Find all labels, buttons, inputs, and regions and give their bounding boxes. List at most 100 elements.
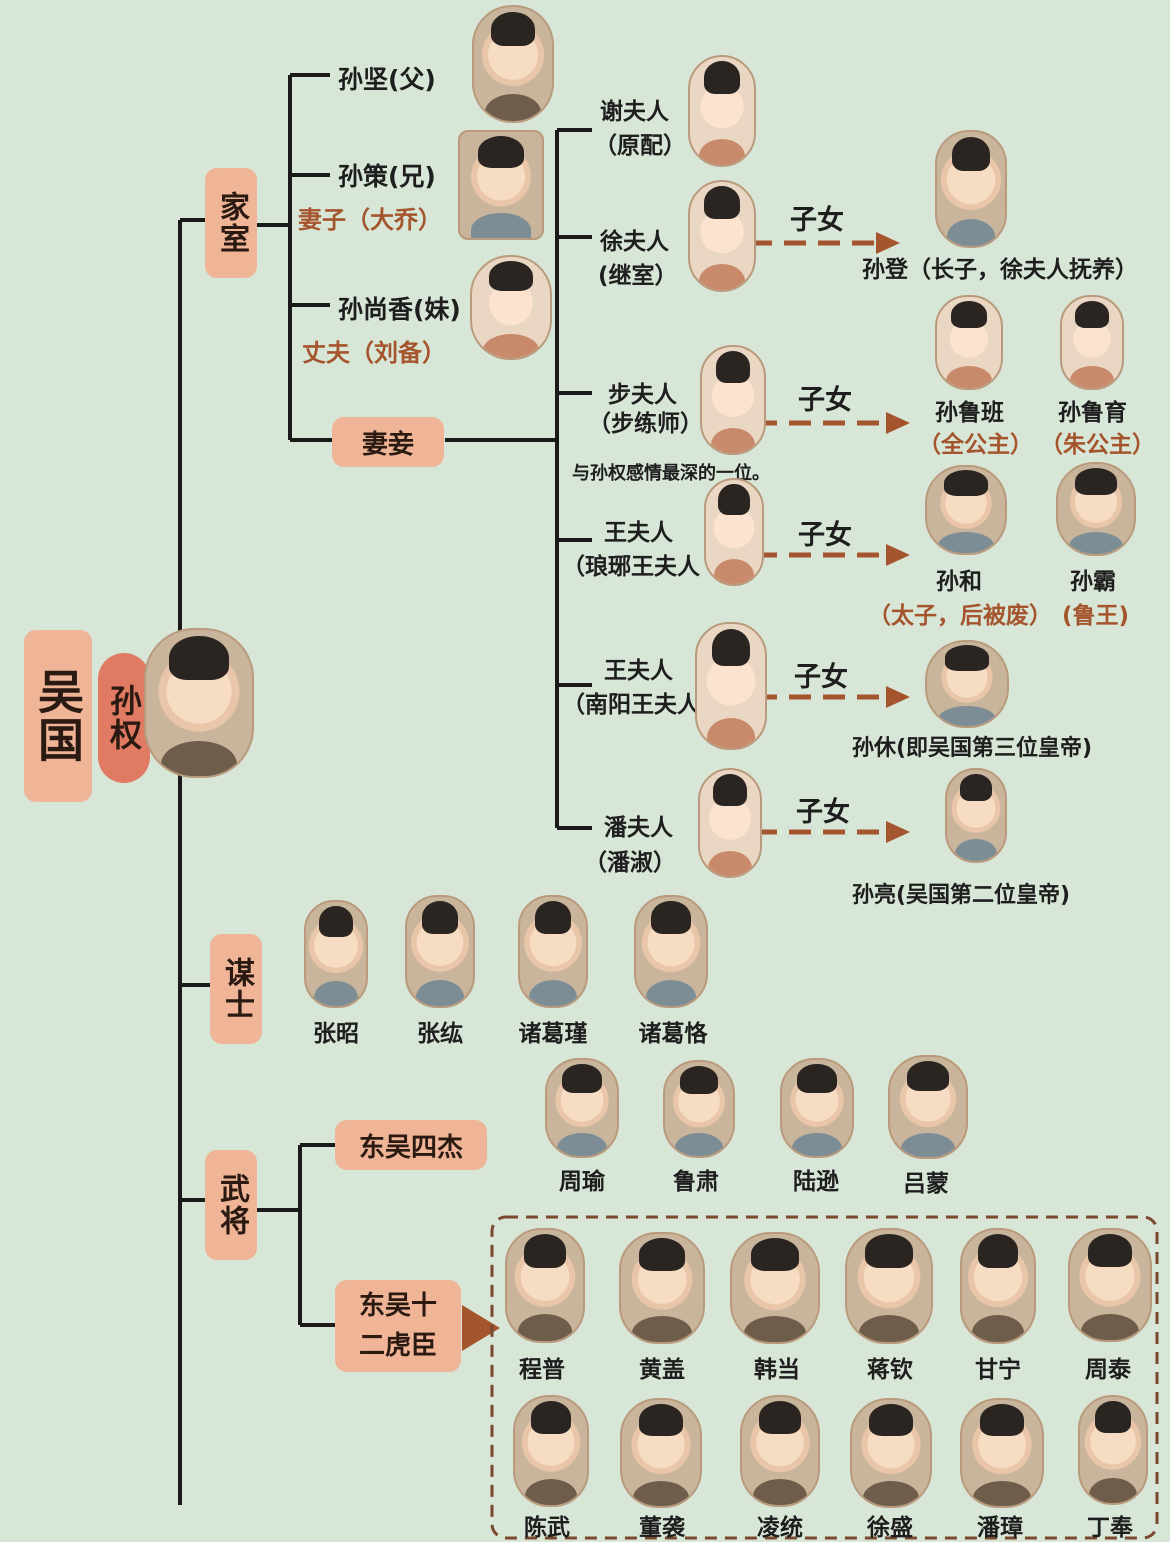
- consort-6-note: （潘淑）: [584, 850, 676, 876]
- hero-1-portrait: [545, 1058, 619, 1158]
- tiger-2-name: 黄盖: [639, 1357, 685, 1383]
- child-sun-luban-note: （全公主）: [918, 432, 1033, 458]
- consort-2-children-label: 子女: [790, 205, 844, 236]
- tiger-7-portrait: [513, 1395, 589, 1507]
- four-heroes-box: 东吴四杰: [335, 1120, 487, 1170]
- consort-6-children-label: 子女: [796, 797, 850, 828]
- brother-portrait: [458, 130, 544, 240]
- consort-4-note: （琅琊王夫人: [562, 554, 700, 580]
- tiger-8-name: 董袭: [639, 1515, 685, 1541]
- tiger-7-name: 陈武: [524, 1515, 570, 1541]
- child-portrait-sun-xiu: [925, 640, 1009, 728]
- tiger-11-portrait: [960, 1398, 1044, 1508]
- tiger-3-name: 韩当: [754, 1357, 800, 1383]
- child-sun-deng: 孙登（长子，徐夫人抚养）: [862, 257, 1138, 283]
- advisor-3-portrait: [518, 895, 588, 1008]
- branch-family: 家室: [205, 168, 257, 278]
- child-portrait-sun-deng: [935, 130, 1007, 248]
- tiger-8-portrait: [620, 1398, 702, 1508]
- hero-2-portrait: [663, 1060, 735, 1158]
- advisor-4-name: 诸葛恪: [638, 1021, 708, 1047]
- child-portrait-sun-ba: [1056, 462, 1136, 556]
- hero-4-portrait: [888, 1055, 968, 1159]
- consort-1-portrait: [688, 55, 756, 167]
- consort-3-remark: 与孙权感情最深的一位。: [572, 463, 770, 484]
- child-sun-luyu-note: （朱公主）: [1040, 432, 1155, 458]
- consort-5-portrait: [695, 622, 767, 750]
- ruler-portrait: [144, 628, 254, 778]
- consort-1-note: （原配）: [594, 133, 686, 159]
- advisor-1-name: 张昭: [313, 1021, 359, 1047]
- tiger-12-portrait: [1078, 1395, 1148, 1505]
- brother-name: 孙策(兄): [338, 162, 436, 191]
- tiger-2-portrait: [619, 1232, 705, 1344]
- consort-5-note: （南阳王夫人: [562, 692, 700, 718]
- hero-3-name: 陆逊: [793, 1169, 839, 1195]
- child-sun-luyu: 孙鲁育: [1058, 400, 1127, 426]
- hero-4-name: 吕蒙: [903, 1171, 949, 1197]
- tiger-12-name: 丁奉: [1087, 1515, 1133, 1541]
- advisor-1-portrait: [304, 900, 368, 1008]
- tiger-4-portrait: [845, 1228, 933, 1344]
- consort-2-note: (继室）: [598, 263, 678, 289]
- branch-advisors: 谋士: [210, 934, 262, 1044]
- twelve-tigers-box: 东吴十 二虎臣: [335, 1280, 461, 1372]
- tiger-3-portrait: [730, 1232, 820, 1344]
- consort-1-name: 谢夫人: [600, 99, 669, 125]
- child-sun-luban: 孙鲁班: [935, 400, 1004, 426]
- brother-note: 妻子（大乔）: [298, 206, 442, 234]
- tiger-9-portrait: [740, 1395, 820, 1507]
- advisor-4-portrait: [634, 895, 708, 1008]
- advisor-2-name: 张纮: [417, 1021, 463, 1047]
- kingdom-label: 吴国: [24, 630, 92, 802]
- consort-2-portrait: [688, 180, 756, 292]
- child-portrait-sun-liang: [945, 768, 1007, 863]
- ruler-oval: 孙权: [98, 653, 150, 783]
- sister-name: 孙尚香(妹): [338, 295, 461, 324]
- consort-6-portrait: [698, 768, 762, 878]
- consort-4-children-label: 子女: [798, 520, 852, 551]
- branch-generals: 武将: [205, 1150, 257, 1260]
- consort-5-children-label: 子女: [794, 662, 848, 693]
- tiger-5-name: 甘宁: [975, 1357, 1021, 1383]
- advisor-3-name: 诸葛瑾: [518, 1021, 588, 1047]
- father-name: 孙坚(父): [338, 65, 436, 94]
- tiger-1-name: 程普: [519, 1357, 565, 1383]
- child-sun-he-note: （太子，后被废）: [868, 603, 1052, 629]
- twelve-tigers-label-line2: 二虎臣: [358, 1331, 437, 1361]
- sister-note: 丈夫（刘备）: [302, 339, 446, 367]
- consort-3-children-label: 子女: [798, 385, 852, 416]
- child-portrait-sun-luyu: [1060, 295, 1124, 390]
- child-sun-liang: 孙亮(吴国第二位皇帝): [852, 883, 1071, 908]
- twelve-tigers-label-line1: 东吴十: [358, 1291, 437, 1321]
- father-portrait: [472, 5, 554, 123]
- tiger-5-portrait: [960, 1228, 1036, 1344]
- hero-2-name: 鲁肃: [673, 1169, 719, 1195]
- tiger-1-portrait: [505, 1228, 585, 1343]
- consorts-box: 妻妾: [332, 417, 444, 467]
- consort-3-name: 步夫人: [608, 382, 677, 408]
- hero-1-name: 周瑜: [559, 1169, 605, 1195]
- tiger-10-portrait: [850, 1398, 932, 1508]
- advisor-2-portrait: [405, 895, 475, 1008]
- consort-4-portrait: [704, 478, 764, 586]
- child-portrait-sun-luban: [935, 295, 1003, 390]
- consort-5-name: 王夫人: [604, 658, 673, 684]
- child-sun-ba-note: (鲁王): [1062, 603, 1130, 629]
- child-sun-xiu: 孙休(即吴国第三位皇帝): [852, 736, 1093, 761]
- hero-3-portrait: [780, 1058, 854, 1158]
- tiger-6-portrait: [1068, 1228, 1152, 1342]
- child-sun-ba: 孙霸: [1070, 569, 1116, 595]
- consort-3-portrait: [700, 345, 766, 455]
- tiger-10-name: 徐盛: [867, 1515, 913, 1541]
- tiger-9-name: 凌统: [757, 1515, 803, 1541]
- child-sun-he: 孙和: [936, 569, 982, 595]
- ruler-name: 孙权: [105, 684, 143, 752]
- consort-3-note: （步练师）: [588, 411, 703, 437]
- tiger-4-name: 蒋钦: [867, 1357, 913, 1383]
- child-portrait-sun-he: [925, 465, 1007, 555]
- consort-4-name: 王夫人: [604, 520, 673, 546]
- tiger-11-name: 潘璋: [977, 1515, 1023, 1541]
